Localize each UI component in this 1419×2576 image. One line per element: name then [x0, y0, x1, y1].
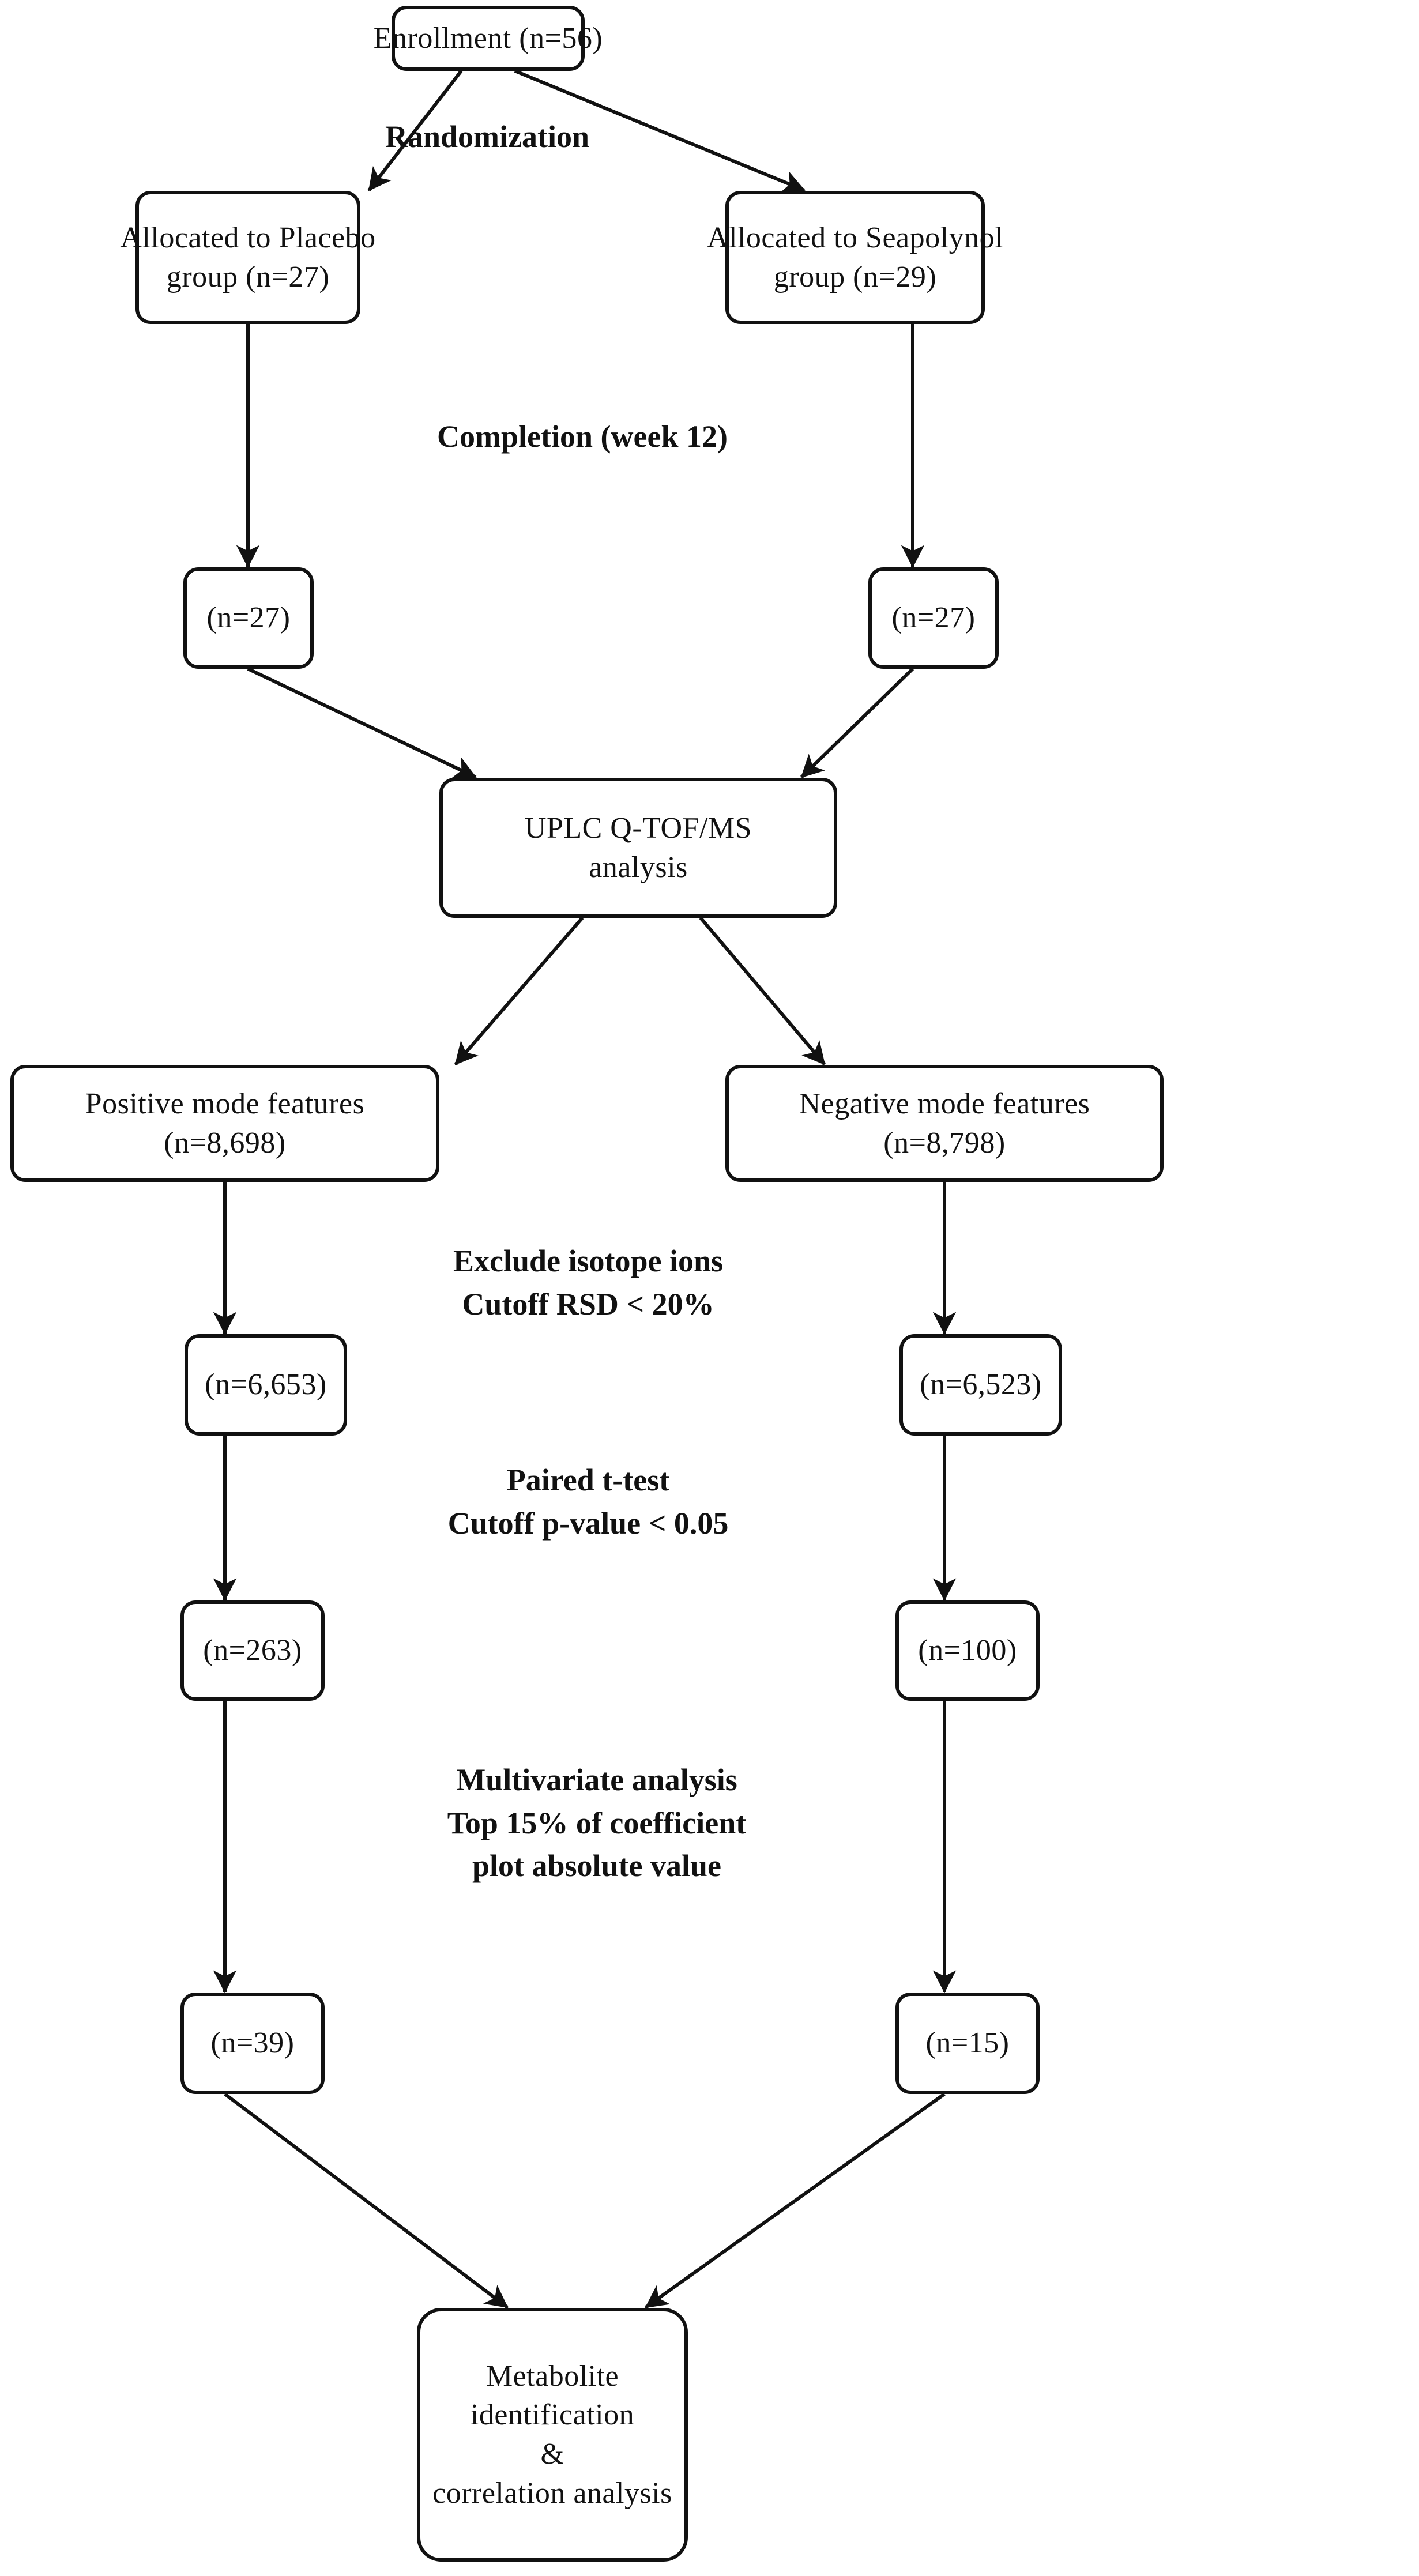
- label-isotope-filter-line-1: Exclude isotope ions: [453, 1244, 724, 1278]
- node-completed-seapolynol-line-1: (n=27): [891, 601, 976, 635]
- node-negative-mode-features-line-2: (n=8,798): [883, 1126, 1006, 1159]
- node-positive-mode-features[interactable]: Positive mode features (n=8,698): [10, 1065, 439, 1182]
- label-completion-line-1: Completion (week 12): [437, 419, 728, 454]
- label-multivariate-filter-line-1: Multivariate analysis: [456, 1762, 737, 1797]
- label-multivariate-filter-line-3: plot absolute value: [472, 1848, 722, 1884]
- node-negative-mode-features-line-1: Negative mode features: [799, 1087, 1090, 1120]
- node-uplc-analysis-line-2: analysis: [589, 850, 688, 884]
- edge-completed-seapolynol-to-uplc: [800, 667, 914, 779]
- node-negative-rsd-filtered-line-1: (n=6,523): [920, 1368, 1042, 1402]
- label-ttest-filter-line-1: Paired t-test: [506, 1463, 670, 1497]
- node-completed-seapolynol[interactable]: (n=27): [868, 567, 999, 669]
- node-positive-rsd-filtered[interactable]: (n=6,653): [185, 1334, 347, 1436]
- node-enrollment[interactable]: Enrollment (n=56): [374, 6, 603, 71]
- node-negative-rsd-filtered[interactable]: (n=6,523): [899, 1334, 1062, 1436]
- node-metabolite-identification-line-4: correlation analysis: [432, 2476, 672, 2510]
- node-allocated-seapolynol-line-2: group (n=29): [773, 260, 937, 293]
- label-isotope-filter-line-2: Cutoff RSD < 20%: [462, 1286, 714, 1321]
- node-negative-multivariate-filtered-line-1: (n=15): [925, 2027, 1010, 2060]
- node-positive-mode-features-line-1: Positive mode features: [85, 1087, 365, 1120]
- node-negative-multivariate-filtered[interactable]: (n=15): [895, 1993, 1040, 2094]
- node-negative-mode-features[interactable]: Negative mode features (n=8,798): [725, 1065, 1164, 1182]
- edge-uplc-to-positive: [454, 917, 584, 1065]
- node-positive-multivariate-filtered[interactable]: (n=39): [180, 1993, 325, 2094]
- label-completion: Completion (week 12): [363, 415, 801, 458]
- node-metabolite-identification-line-2: identification: [470, 2398, 635, 2432]
- node-completed-placebo[interactable]: (n=27): [183, 567, 314, 669]
- edge-completed-placebo-to-uplc: [247, 667, 477, 779]
- node-completed-placebo-line-1: (n=27): [206, 601, 291, 635]
- edge-positive-multivariate-to-metabolite: [224, 2092, 509, 2309]
- node-allocated-placebo-line-2: group (n=27): [166, 260, 330, 293]
- label-randomization-line-1: Randomization: [385, 119, 590, 154]
- node-uplc-analysis-line-1: UPLC Q-TOF/MS: [524, 811, 752, 845]
- node-positive-rsd-filtered-line-1: (n=6,653): [205, 1368, 327, 1402]
- node-positive-multivariate-filtered-line-1: (n=39): [210, 2027, 295, 2060]
- node-negative-ttest-filtered-line-1: (n=100): [918, 1634, 1017, 1667]
- node-metabolite-identification-line-3: &: [540, 2438, 564, 2470]
- edge-negative-multivariate-to-metabolite: [645, 2092, 946, 2309]
- label-multivariate-filter: Multivariate analysis Top 15% of coeffic…: [369, 1758, 825, 1888]
- node-positive-mode-features-line-2: (n=8,698): [164, 1126, 286, 1159]
- label-randomization: Randomization: [357, 115, 617, 159]
- node-allocated-seapolynol[interactable]: Allocated to Seapolynol group (n=29): [707, 191, 1003, 324]
- label-multivariate-filter-line-2: Top 15% of coefficient: [447, 1805, 747, 1840]
- node-positive-ttest-filtered[interactable]: (n=263): [180, 1600, 325, 1701]
- node-allocated-placebo[interactable]: Allocated to Placebo group (n=27): [120, 191, 375, 324]
- node-allocated-placebo-line-1: Allocated to Placebo: [120, 221, 376, 254]
- node-negative-ttest-filtered[interactable]: (n=100): [895, 1600, 1040, 1701]
- node-positive-ttest-filtered-line-1: (n=263): [203, 1634, 302, 1667]
- node-uplc-analysis[interactable]: UPLC Q-TOF/MS analysis: [439, 778, 837, 918]
- label-ttest-filter-line-2: Cutoff p-value < 0.05: [447, 1505, 729, 1541]
- label-isotope-filter: Exclude isotope ions Cutoff RSD < 20%: [369, 1240, 807, 1325]
- node-allocated-seapolynol-line-1: Allocated to Seapolynol: [706, 221, 1004, 254]
- edge-uplc-to-negative: [699, 917, 826, 1065]
- node-enrollment-line-1: Enrollment (n=56): [373, 21, 603, 55]
- label-ttest-filter: Paired t-test Cutoff p-value < 0.05: [369, 1459, 807, 1545]
- node-metabolite-identification[interactable]: Metabolite identification & correlation …: [417, 2308, 688, 2562]
- node-metabolite-identification-line-1: Metabolite: [485, 2359, 619, 2393]
